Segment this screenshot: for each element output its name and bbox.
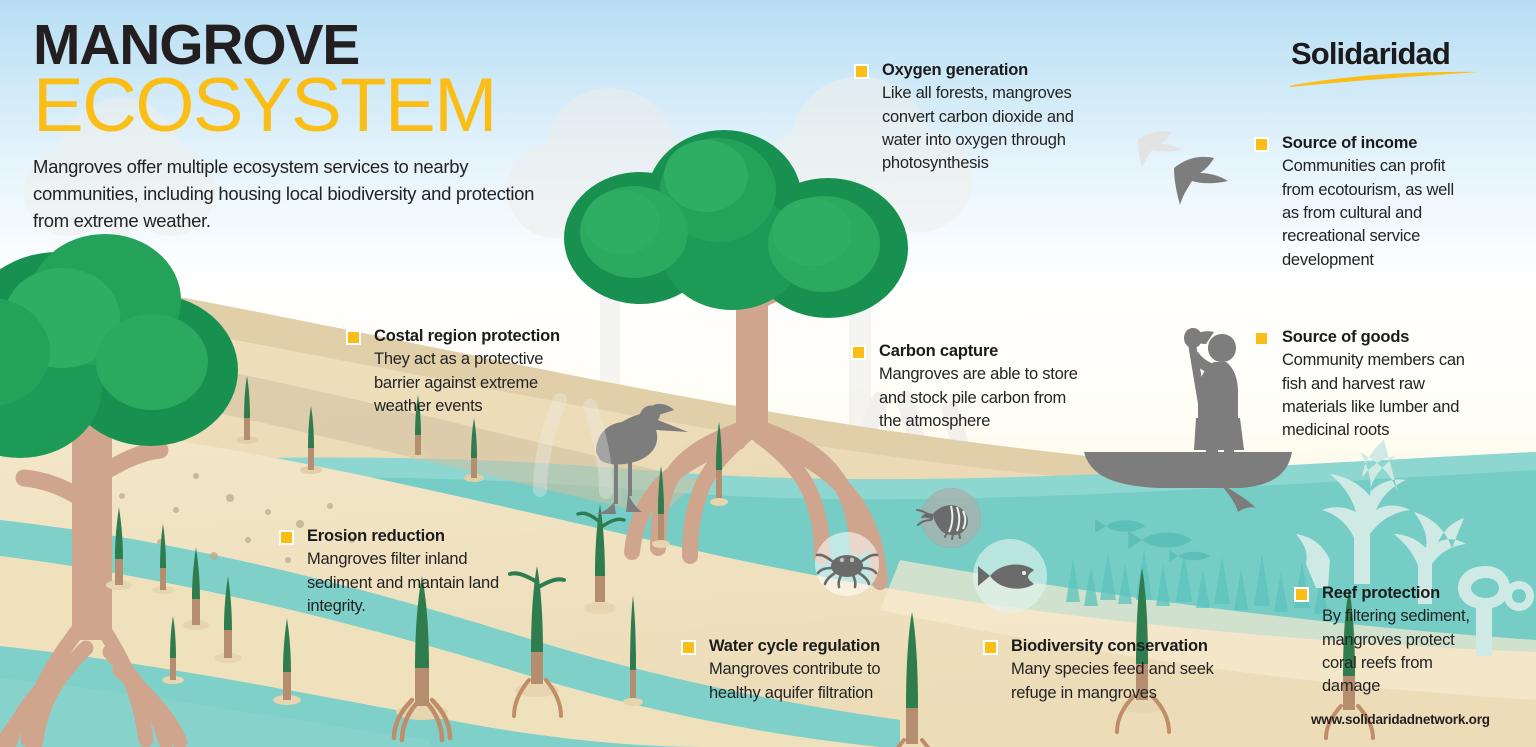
young-mangrove-b [508,566,566,718]
species-icon-circles [815,488,1047,613]
fish-silhouettes [1095,519,1211,562]
young-mangrove-d [1115,568,1171,734]
crab-icon [815,553,879,589]
website-url[interactable]: www.solidaridadnetwork.org [1311,712,1490,727]
young-mangrove-e [895,612,931,747]
callout-title: Biodiversity conservation [1011,637,1208,655]
bullet-square-icon [851,345,866,360]
callout-title: Source of income [1282,134,1418,152]
young-mangrove-c [576,504,626,614]
callout-body: Mangroves filter inland sediment and man… [307,550,499,615]
bullet-square-icon [1254,137,1269,152]
callout-title: Carbon capture [879,342,999,360]
callout-title: Erosion reduction [307,527,445,545]
water-bottom-left-highlight [0,678,430,747]
bullet-square-icon [279,530,294,545]
callout-body: By filtering sediment, mangroves protect… [1322,607,1470,696]
flying-birds-silhouette [1138,131,1228,205]
fish-icon [978,564,1034,589]
bullet-square-icon [346,330,361,345]
page-subtitle: ECOSYSTEM [33,62,497,148]
callout-body: Many species feed and seek refuge in man… [1011,660,1214,702]
canopy-left [0,234,238,458]
logo-swoosh-icon [1289,71,1479,87]
young-mangrove-a [391,576,453,743]
callout-title: Water cycle regulation [709,637,881,655]
callout-title: Reef protection [1322,584,1441,602]
bullet-square-icon [854,64,869,79]
callout-body: Communities can profit from ecotourism, … [1282,157,1454,269]
fisherman-in-boat-silhouette [1084,328,1292,512]
bullet-square-icon [1254,331,1269,346]
bullet-square-icon [681,640,696,655]
headline-group: MANGROVE ECOSYSTEM Mangroves offer multi… [33,13,573,234]
bullet-square-icon [1294,587,1309,602]
callout-text: Reef protection By filtering sediment, ma… [1322,583,1479,699]
callout-title: Source of goods [1282,328,1410,346]
page-title: MANGROVE [33,13,360,77]
heron-silhouette [596,403,688,514]
young-mangrove-f [1324,588,1375,740]
coral-reef [1296,440,1534,656]
mangrove-tree-center [564,130,908,590]
callout-title: Oxygen generation [882,61,1029,79]
callout-body: Community members can fish and harvest r… [1282,351,1465,440]
callout-body: Mangroves are able to store and stock pi… [879,365,1078,430]
mangrove-tree-left [0,234,238,747]
callout-body: They act as a protective barrier against… [374,350,544,415]
shrimp-icon [916,505,968,540]
callout-body: Mangroves contribute to healthy aquifer … [709,660,881,702]
callout-body: Like all forests, mangroves convert carb… [882,84,1074,173]
mangrove-seedlings [106,376,1375,747]
beach-highlight [880,560,1536,700]
callout-reef-protection: Reef protection By filtering sediment, ma… [1294,583,1479,699]
callout-title: Costal region protection [374,327,560,345]
logo-wordmark: Solidaridad [1291,36,1451,71]
canopy-center [564,130,908,318]
bullet-square-icon [983,640,998,655]
intro-description: Mangroves offer multiple ecosystem servi… [33,156,535,231]
solidaridad-logo[interactable]: Solidaridad [1289,36,1479,87]
